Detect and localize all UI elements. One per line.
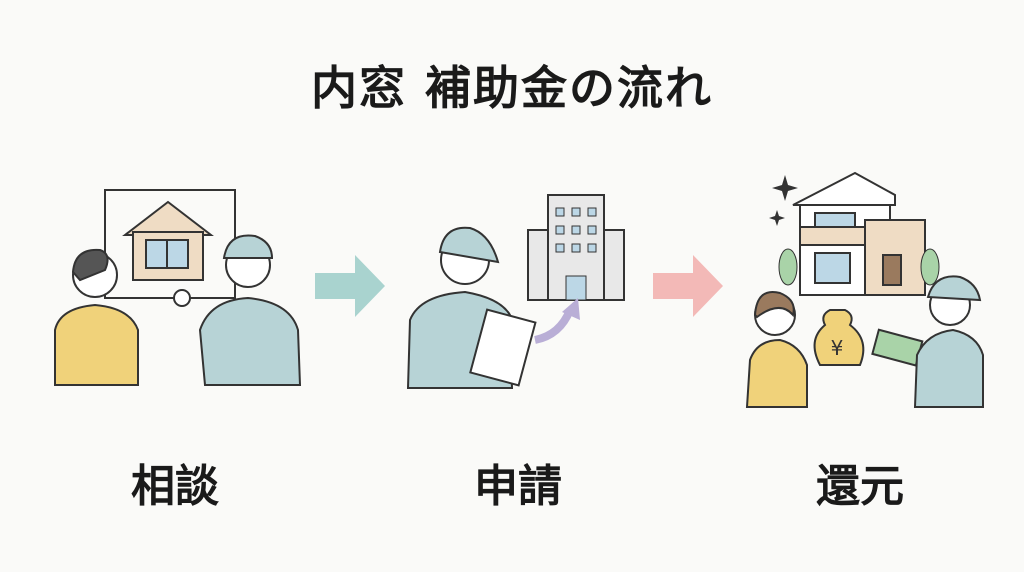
refund-illustration: ¥ bbox=[745, 171, 984, 408]
clipboard bbox=[469, 308, 537, 387]
yen-symbol: ¥ bbox=[831, 336, 844, 360]
arrow-right-icon bbox=[653, 255, 723, 317]
house-icon bbox=[778, 171, 940, 296]
page-title: 内窓 補助金の流れ bbox=[310, 61, 713, 115]
step-label-consultation: 相談 bbox=[131, 461, 219, 512]
worker-figure bbox=[173, 234, 302, 386]
application-illustration bbox=[406, 194, 625, 389]
consultation-illustration bbox=[54, 189, 302, 386]
money-bag-icon: ¥ bbox=[813, 309, 865, 366]
worker-figure bbox=[913, 275, 984, 408]
submit-arrow bbox=[534, 308, 574, 344]
step-label-refund: 還元 bbox=[816, 461, 904, 512]
house-icon bbox=[122, 200, 214, 281]
sparkle-icon bbox=[769, 175, 798, 226]
step-label-application: 申請 bbox=[474, 461, 562, 512]
arrow-right-icon bbox=[315, 255, 385, 317]
customer-figure bbox=[54, 248, 139, 386]
customer-figure bbox=[745, 291, 808, 408]
office-building-icon bbox=[527, 194, 625, 301]
cash-bills bbox=[871, 328, 924, 367]
